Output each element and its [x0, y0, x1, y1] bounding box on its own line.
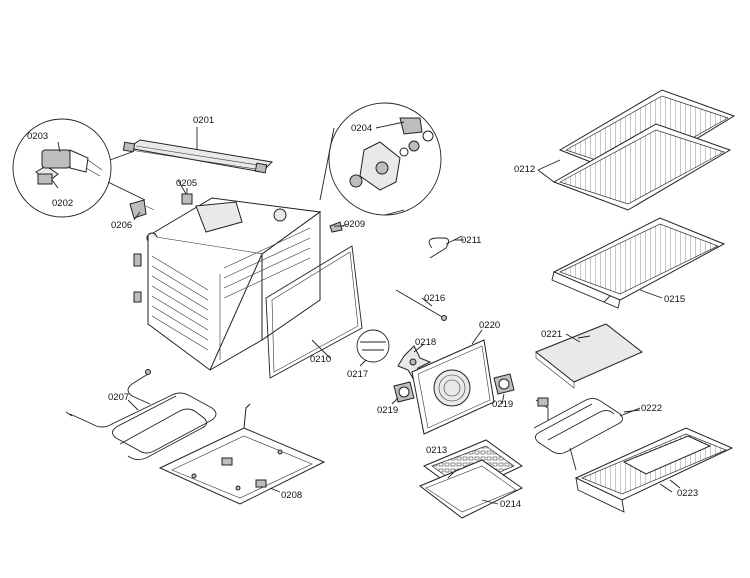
part-label-0213: 0213 — [426, 445, 447, 456]
bake-element-part — [65, 369, 217, 461]
door-gasket-part — [265, 245, 363, 379]
part-label-0215: 0215 — [664, 294, 685, 305]
part-label-0218: 0218 — [415, 337, 436, 348]
part-label-0204: 0204 — [351, 123, 372, 134]
part-label-0205: 0205 — [176, 178, 197, 189]
part-label-0222: 0222 — [641, 403, 662, 414]
part-label-0223: 0223 — [677, 488, 698, 499]
lamp-socket-parts — [393, 373, 515, 403]
broil-element-part — [533, 397, 641, 471]
sensor-and-rod-parts — [395, 235, 463, 321]
rear-panel-part — [411, 329, 495, 435]
fan-motor-detail — [319, 102, 442, 216]
leader-lines — [127, 179, 673, 493]
part-label-0221: 0221 — [541, 329, 562, 340]
part-label-0203: 0203 — [27, 131, 48, 142]
oven-cavity-part — [133, 197, 322, 371]
part-label-0208: 0208 — [281, 490, 302, 501]
part-label-0217: 0217 — [347, 369, 368, 380]
part-label-0209: 0209 — [344, 219, 365, 230]
oven-rack-part — [551, 217, 726, 309]
part-label-0216: 0216 — [424, 293, 445, 304]
part-label-0210: 0210 — [310, 354, 331, 365]
small-fittings — [129, 188, 349, 233]
part-label-0202: 0202 — [52, 198, 73, 209]
part-label-0219-right: 0219 — [492, 399, 513, 410]
broil-pan-part — [419, 459, 523, 519]
light-strip-part — [122, 127, 274, 174]
part-label-0211: 0211 — [461, 235, 481, 246]
part-label-0207: 0207 — [108, 392, 129, 403]
split-rack-part — [574, 427, 734, 513]
part-label-0219-left: 0219 — [377, 405, 398, 416]
part-label-0206: 0206 — [111, 220, 132, 231]
part-label-0201: 0201 — [193, 115, 214, 126]
oven-rack-pair-part — [537, 89, 736, 211]
bottom-tray-part — [158, 403, 326, 505]
part-label-0214: 0214 — [500, 499, 521, 510]
part-label-0212: 0212 — [514, 164, 535, 175]
part-label-0220: 0220 — [479, 320, 500, 331]
lamp-assembly-detail — [12, 118, 146, 218]
baffle-plate-part — [535, 323, 643, 389]
